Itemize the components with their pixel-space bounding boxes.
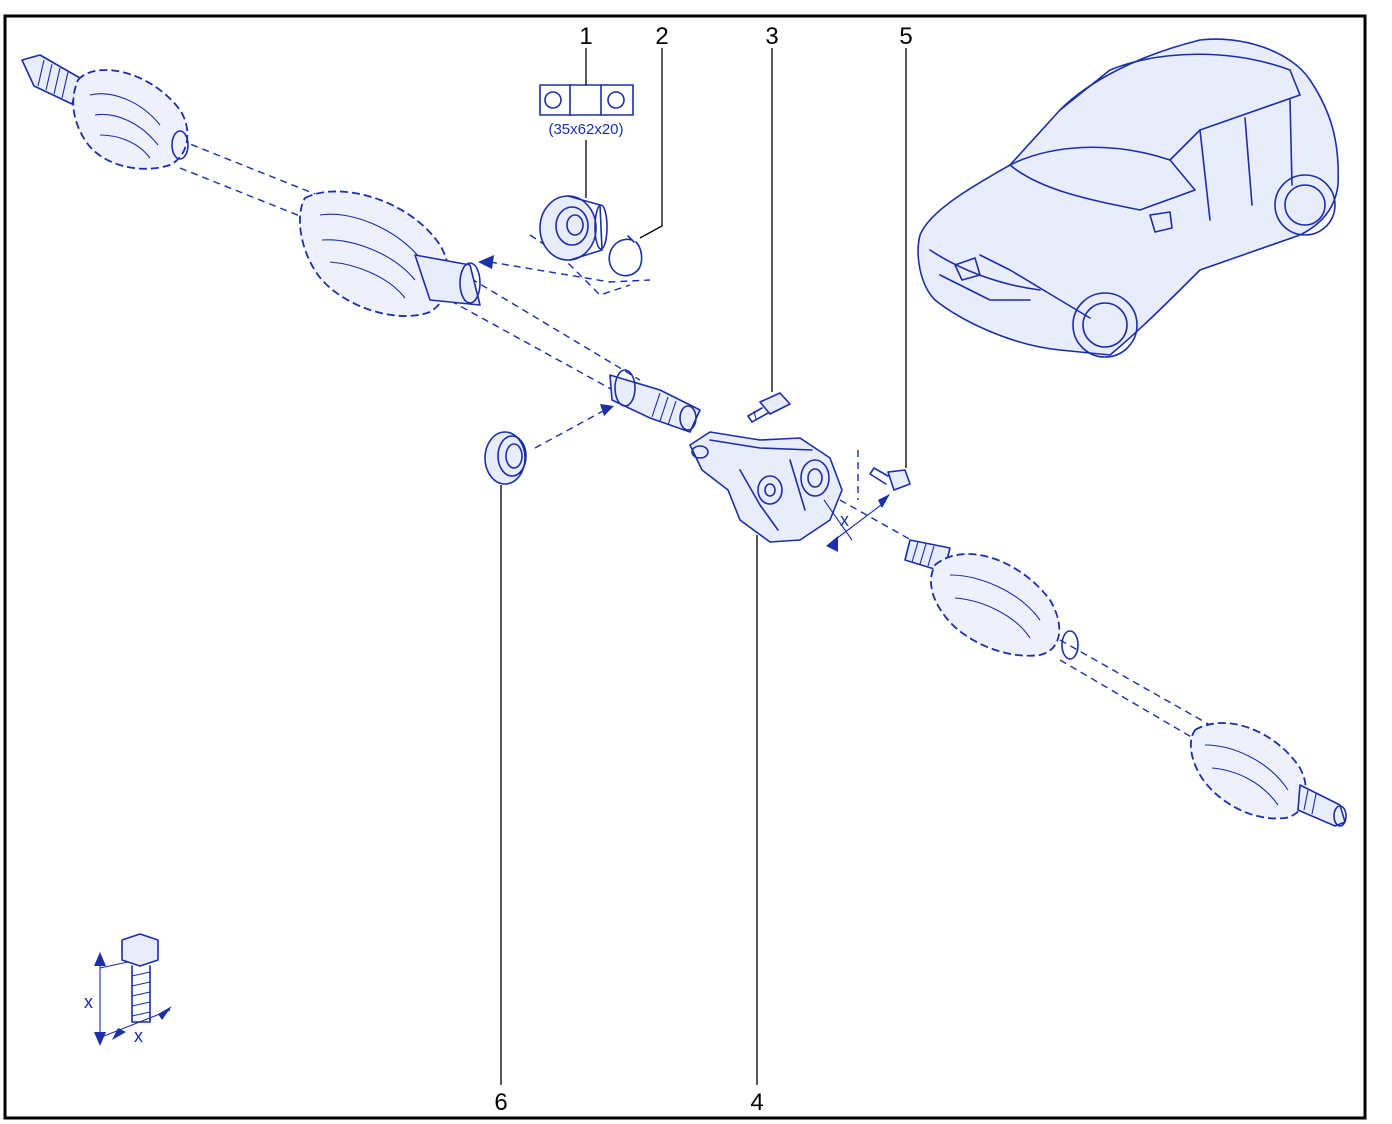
bolt-length-label: x	[84, 992, 93, 1012]
bracket-dimension-label: x	[840, 510, 849, 530]
diagram-frame	[3, 14, 1367, 1120]
bolt-3	[747, 392, 791, 423]
bolt-dimension-icon	[94, 933, 172, 1046]
bolt-5	[857, 450, 911, 500]
callout-1: 1	[579, 23, 592, 50]
bolt-diameter-label: x	[134, 1026, 143, 1046]
bearing-spec-label: (35x62x20)	[548, 121, 623, 138]
callout-5: 5	[899, 23, 912, 50]
bearing-bracket	[689, 431, 890, 552]
circlip	[608, 235, 643, 277]
left-drive-shaft	[21, 54, 701, 433]
bearing-symbol-icon	[539, 84, 634, 116]
bearing	[539, 195, 608, 261]
seal	[484, 404, 614, 485]
car-silhouette-icon	[917, 38, 1340, 358]
callout-6: 6	[494, 1089, 507, 1116]
callout-4: 4	[750, 1089, 763, 1116]
callout-3: 3	[765, 23, 778, 50]
right-drive-shaft	[839, 499, 1347, 827]
leader-2	[639, 48, 663, 239]
callout-2: 2	[655, 23, 668, 50]
